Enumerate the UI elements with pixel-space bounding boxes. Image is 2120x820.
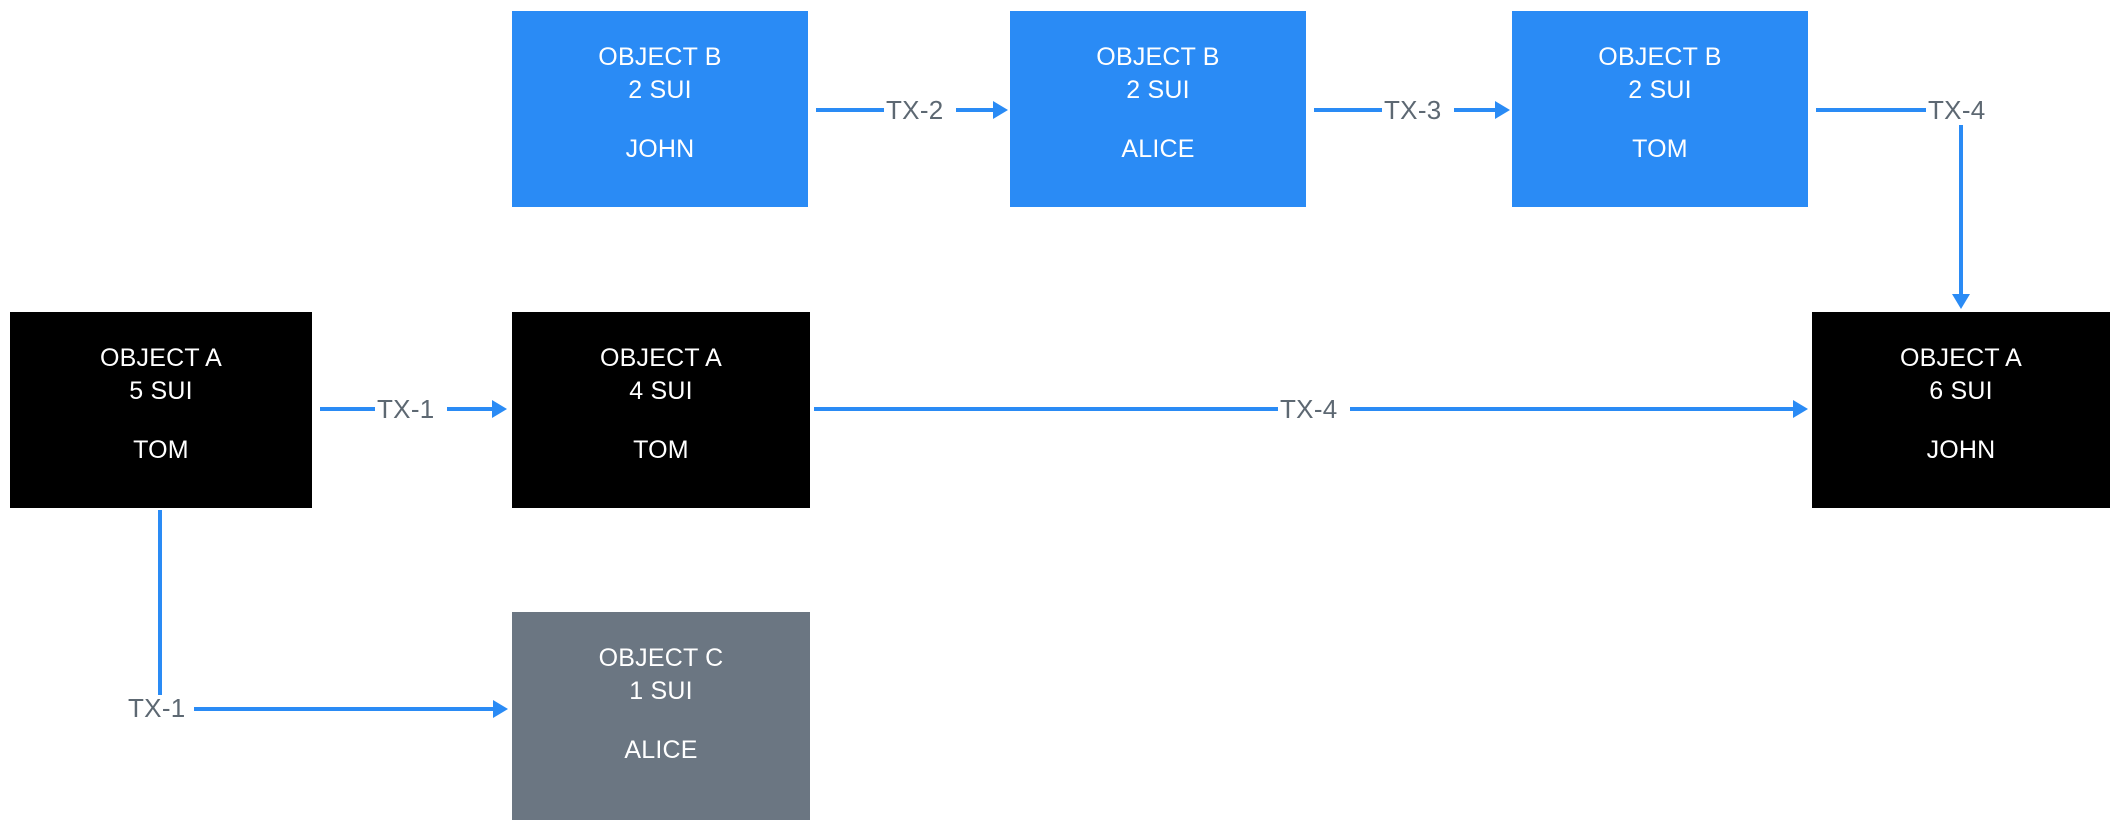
node-object-b-tom[interactable]: OBJECT B 2 SUI TOM [1512,11,1808,207]
edge-tx1-bottom-label: TX-1 [126,693,188,723]
node-object-label: OBJECT A [99,344,222,372]
edge-tx4-mid-line-right [1350,407,1793,411]
edge-tx3-arrowhead-icon [1495,101,1510,119]
node-object-b-alice[interactable]: OBJECT B 2 SUI ALICE [1010,11,1306,207]
node-amount-label: 2 SUI [1126,76,1190,104]
node-owner-label: ALICE [624,736,698,764]
edge-tx1-bottom-line-v [158,510,162,695]
edge-tx4-top-line-h [1816,108,1928,112]
edge-tx1-mid-line-right [447,407,493,411]
node-object-b-john[interactable]: OBJECT B 2 SUI JOHN [512,11,808,207]
node-owner-label: TOM [633,436,689,464]
node-amount-label: 2 SUI [1628,76,1692,104]
edge-tx2-arrowhead-icon [993,101,1008,119]
edge-tx3-label: TX-3 [1382,95,1444,125]
node-owner-label: JOHN [625,135,695,163]
node-amount-label: 4 SUI [629,377,693,405]
node-object-label: OBJECT A [1899,344,2022,372]
edge-tx4-mid-arrowhead-icon [1793,400,1808,418]
edge-tx1-mid-label: TX-1 [375,394,437,424]
edge-tx1-bottom-line-h [194,707,494,711]
edge-tx4-mid-label: TX-4 [1278,394,1340,424]
node-object-a-john-6[interactable]: OBJECT A 6 SUI JOHN [1812,312,2110,508]
node-object-a-tom-5[interactable]: OBJECT A 5 SUI TOM [10,312,312,508]
edge-tx1-mid-arrowhead-icon [492,400,507,418]
edge-tx3-line-left [1314,108,1384,112]
edge-tx3-line-right [1454,108,1496,112]
node-object-label: OBJECT C [598,644,724,672]
node-object-label: OBJECT A [599,344,722,372]
node-object-a-tom-4[interactable]: OBJECT A 4 SUI TOM [512,312,810,508]
node-owner-label: TOM [133,436,189,464]
node-amount-label: 5 SUI [129,377,193,405]
node-amount-label: 6 SUI [1929,377,1993,405]
node-owner-label: JOHN [1926,436,1996,464]
node-owner-label: ALICE [1121,135,1195,163]
edge-tx2-line-right [956,108,994,112]
node-owner-label: TOM [1632,135,1688,163]
node-object-label: OBJECT B [1598,43,1722,71]
node-object-c-alice[interactable]: OBJECT C 1 SUI ALICE [512,612,810,820]
node-amount-label: 2 SUI [628,76,692,104]
node-amount-label: 1 SUI [629,677,693,705]
edge-tx1-mid-line-left [320,407,378,411]
edge-tx4-top-label: TX-4 [1926,95,1988,125]
edge-tx2-line-left [816,108,888,112]
node-object-label: OBJECT B [598,43,722,71]
edge-tx2-label: TX-2 [884,95,946,125]
edge-tx4-top-line-v [1959,125,1963,295]
edge-tx4-mid-line-left [814,407,1280,411]
node-object-label: OBJECT B [1096,43,1220,71]
edge-tx4-top-arrowhead-icon [1952,294,1970,309]
edge-tx1-bottom-arrowhead-icon [493,700,508,718]
